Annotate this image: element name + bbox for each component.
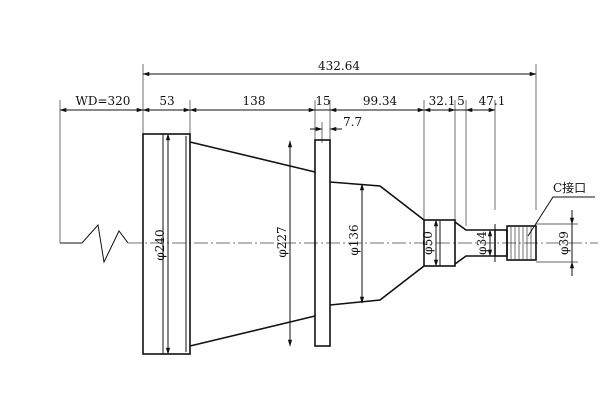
segment-dimensions: WD=320 53 138 15 99.34 32.1 5 47.1	[59, 94, 506, 113]
diameter-dimensions: φ240 φ227 φ136 φ50 φ34 φ39	[153, 133, 578, 355]
rear-tube-length-label: 47.1	[479, 94, 506, 108]
cone-end-diameter-label: φ227	[275, 226, 289, 257]
neck-length-label: 32.1	[429, 94, 456, 108]
c-mount-label: C接口	[553, 180, 586, 195]
c-mount	[506, 225, 537, 261]
mid-flange-length-label: 15	[315, 94, 330, 108]
mount-diameter-label: φ39	[557, 231, 571, 255]
second-cone-length-label: 99.34	[363, 94, 398, 108]
main-cone	[189, 141, 316, 173]
rear-tube-diameter-label: φ34	[475, 231, 489, 255]
working-distance-label: WD=320	[76, 94, 131, 108]
extension-lines	[59, 64, 537, 243]
overall-length-dimension: 432.64	[142, 59, 537, 77]
c-mount-callout: C接口	[527, 180, 595, 237]
mid-offset-dimension: 7.7	[310, 115, 362, 132]
neck-tail-length-label: 5	[457, 94, 465, 108]
second-cone-diameter-label: φ136	[347, 224, 361, 255]
neck-taper	[454, 221, 495, 231]
working-distance-break-line	[60, 223, 129, 264]
mid-offset-label: 7.7	[343, 115, 362, 129]
neck-diameter-label: φ50	[421, 231, 435, 255]
front-diameter-label: φ240	[153, 229, 167, 260]
second-cone	[329, 181, 425, 221]
cone-length-label: 138	[243, 94, 266, 108]
lens-body	[142, 133, 537, 355]
front-flange-length-label: 53	[159, 94, 174, 108]
overall-length-label: 432.64	[318, 59, 360, 73]
